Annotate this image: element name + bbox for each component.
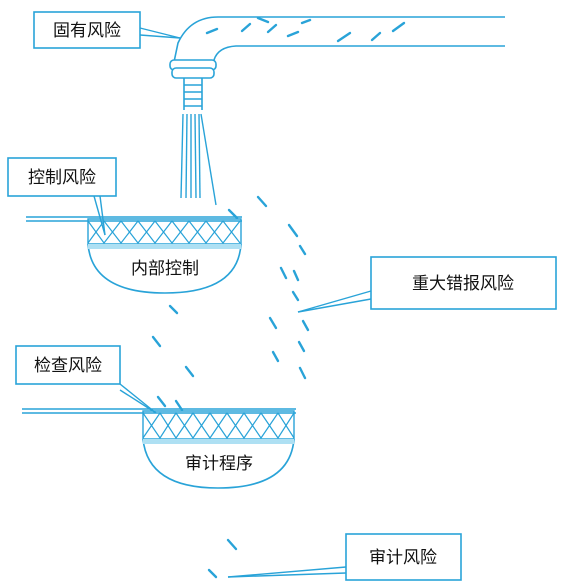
inspection-risk-callout: 检查风险 (15, 345, 121, 385)
control-risk-callout: 控制风险 (7, 157, 117, 197)
pipe-dashes (205, 16, 406, 43)
audit-procedures-bowl (22, 408, 296, 489)
inherent-risk-label: 固有风险 (53, 21, 121, 41)
water-stream (180, 113, 217, 206)
internal-control-bowl (26, 216, 242, 294)
inherent-risk-callout: 固有风险 (33, 11, 141, 49)
material-misstatement-risk-callout: 重大错报风险 (370, 256, 557, 310)
audit-risk-callout: 审计风险 (345, 533, 462, 581)
audit-risk-label: 审计风险 (369, 548, 437, 568)
material-misstatement-risk-label: 重大错报风险 (412, 274, 514, 294)
internal-control-label: 内部控制 (131, 259, 199, 279)
falling-drops (151, 195, 310, 579)
control-risk-label: 控制风险 (28, 168, 96, 188)
audit-procedures-label: 审计程序 (185, 454, 253, 474)
faucet-nozzle (169, 59, 217, 110)
callout-leaders (93, 27, 372, 578)
inspection-risk-label: 检查风险 (34, 356, 102, 376)
